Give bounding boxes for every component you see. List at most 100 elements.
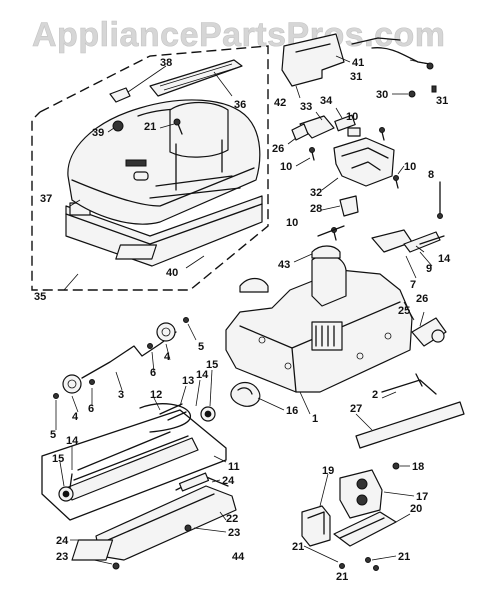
screw-23-right	[184, 524, 192, 532]
hood-switch-opening	[125, 159, 147, 167]
callout-10-c: 10	[404, 161, 416, 173]
rear-wheel-axle	[403, 301, 447, 347]
callout-36: 36	[234, 99, 246, 111]
callout-4-right: 4	[164, 351, 171, 363]
callout-4-left: 4	[72, 411, 79, 423]
motor	[311, 321, 343, 351]
wheel-4-right	[156, 322, 176, 342]
callout-32: 32	[310, 187, 322, 199]
filter-44	[71, 539, 114, 561]
callout-14-brush: 14	[196, 369, 209, 381]
callout-14-left: 14	[66, 435, 79, 447]
callout-10-b: 10	[280, 161, 292, 173]
callout-7: 7	[410, 279, 416, 291]
base-pan	[225, 225, 413, 415]
wheel-4-left	[62, 374, 82, 394]
callout-26: 26	[272, 143, 284, 155]
callout-31-a: 31	[350, 71, 362, 83]
callout-31-b: 31	[436, 95, 448, 107]
bracket-28	[339, 195, 359, 217]
cover-20	[333, 511, 397, 547]
screw-21-c	[373, 565, 379, 571]
axle-wire-3	[81, 331, 177, 379]
callout-21-c: 21	[398, 551, 410, 563]
callout-19: 19	[322, 465, 334, 477]
callout-27: 27	[350, 403, 362, 415]
callout-43: 43	[278, 259, 290, 271]
hood-handle-slot	[133, 171, 149, 181]
callout-10-a: 10	[346, 111, 358, 123]
callout-24-right: 24	[222, 475, 235, 487]
lever-7	[403, 231, 441, 253]
lever-27	[355, 401, 465, 449]
fan-assembly-17	[339, 469, 383, 519]
callout-13: 13	[182, 375, 194, 387]
callout-6-left: 6	[88, 403, 94, 415]
callout-23-left: 23	[56, 551, 68, 563]
callout-20: 20	[410, 503, 422, 515]
callout-8: 8	[428, 169, 434, 181]
clip-6-right	[147, 343, 153, 349]
screw-30	[408, 90, 416, 98]
hood-assembly	[31, 45, 269, 291]
callout-18: 18	[412, 461, 424, 473]
callout-16: 16	[286, 405, 298, 417]
callout-23-right: 23	[228, 527, 240, 539]
callout-15-right: 15	[206, 359, 218, 371]
callout-37: 37	[40, 193, 52, 205]
callout-42: 42	[274, 97, 286, 109]
callout-26-right: 26	[416, 293, 428, 305]
callout-44: 44	[232, 551, 245, 563]
motor-switch-assembly	[281, 33, 445, 279]
callout-34: 34	[320, 95, 333, 107]
brushroll-assembly	[41, 317, 227, 521]
callout-38: 38	[160, 57, 172, 69]
hood-base	[65, 195, 263, 267]
watermark-text: AppliancePartsPros.com	[32, 16, 445, 54]
screw-31	[431, 85, 437, 93]
clamp-43-right	[311, 245, 341, 259]
switch-bracket	[281, 33, 345, 87]
callout-21-hood: 21	[144, 121, 156, 133]
callout-28: 28	[310, 203, 322, 215]
screw-21-b	[365, 557, 371, 563]
brush-box-11	[41, 409, 227, 521]
cord-clip	[291, 123, 309, 141]
callout-6-right: 6	[150, 367, 156, 379]
callout-22: 22	[226, 513, 238, 525]
clip-6-left	[89, 379, 95, 385]
bearing-14-left	[69, 473, 73, 489]
callout-14-right: 14	[438, 253, 451, 265]
hose-cuff-part	[230, 381, 285, 411]
screw-23-left	[112, 562, 120, 570]
part-callouts: 38 36 39 21 37 35 40 41 31 31 42 33 34 3…	[34, 57, 451, 583]
bottom-plate-22	[95, 485, 237, 561]
callout-30: 30	[376, 89, 388, 101]
axle-25	[411, 317, 447, 347]
callout-1: 1	[312, 413, 318, 425]
screw-21-a	[339, 563, 345, 569]
callout-10-d: 10	[286, 217, 298, 229]
screw-18	[392, 462, 400, 470]
hood-window	[169, 101, 229, 158]
washer-5-right	[183, 317, 189, 323]
callout-21-b: 21	[336, 571, 348, 583]
lower-right-parts	[301, 462, 415, 571]
fan-housing	[311, 254, 347, 307]
callout-15-left: 15	[52, 453, 64, 465]
release-button	[109, 87, 131, 103]
callout-35: 35	[34, 291, 46, 303]
lever-27-part	[355, 373, 465, 449]
hose-cuff-16	[230, 381, 261, 407]
callout-39: 39	[92, 127, 104, 139]
switch-actuator	[347, 127, 361, 137]
callout-9: 9	[426, 263, 432, 275]
callout-25: 25	[398, 305, 410, 317]
bottom-plate-assembly	[70, 472, 237, 570]
callout-24-left: 24	[56, 535, 69, 547]
cord-terminal	[426, 62, 434, 70]
callout-5-right: 5	[198, 341, 204, 353]
plate-insert-24	[178, 472, 210, 492]
